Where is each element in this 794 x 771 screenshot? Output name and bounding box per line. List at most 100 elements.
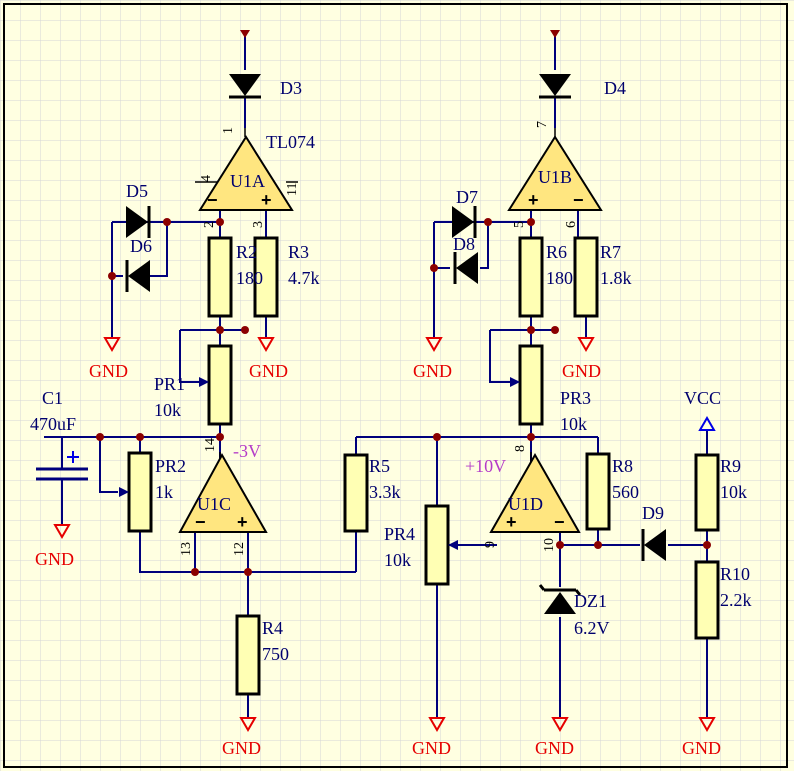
- pin-number: 4: [199, 175, 214, 182]
- sheet-border: [3, 3, 788, 768]
- d5-label: D5: [126, 181, 148, 201]
- pin-number: 12: [232, 542, 247, 556]
- resistor-r8: [585, 452, 611, 531]
- d8-label: D8: [453, 234, 475, 254]
- potentiometer-pr4: [424, 504, 450, 586]
- resistor-r2: [207, 236, 233, 318]
- pr4-value: 10k: [384, 550, 411, 570]
- svg-text:−: −: [554, 512, 565, 532]
- c1-label: C1: [42, 388, 63, 408]
- r8-label: R8: [612, 456, 633, 476]
- r6-label: R6: [546, 242, 567, 262]
- pr1-label: PR1: [154, 374, 185, 394]
- u1d-label: U1D: [508, 494, 543, 514]
- u1b-label: U1B: [538, 167, 572, 187]
- pin-number: 3: [251, 221, 266, 228]
- pin-number: 2: [202, 221, 217, 228]
- op-amp-u1c: − + U1C: [178, 452, 268, 533]
- resistors: [127, 236, 720, 696]
- r5-value: 3.3k: [369, 482, 401, 502]
- pin-numbers: 1 4 11 2 3 7 5 6 14 8 13 12 9 10: [179, 121, 579, 556]
- resistor-r7: [573, 236, 599, 318]
- voltage-labels: -3V +10V: [233, 441, 506, 476]
- svg-text:−: −: [207, 190, 218, 210]
- ground-labels: GND GND GND GND GND GND GND GND GND: [35, 361, 721, 758]
- r10-label: R10: [720, 564, 750, 584]
- r9-label: R9: [720, 456, 741, 476]
- diode-d3: [229, 74, 261, 99]
- neg3v-label: -3V: [233, 441, 261, 461]
- pin-number: 11: [285, 183, 300, 196]
- potentiometer-pr2: [127, 451, 153, 533]
- diode-d6: [125, 260, 150, 292]
- pr3-label: PR3: [560, 388, 591, 408]
- diode-d5: [126, 206, 151, 238]
- potentiometer-pr3: [518, 344, 544, 426]
- d4-label: D4: [604, 78, 626, 98]
- pr1-value: 10k: [154, 400, 181, 420]
- resistor-r3: [253, 236, 279, 318]
- vcc-label: VCC: [684, 388, 721, 408]
- pr4-label: PR4: [384, 524, 415, 544]
- r6-value: 180: [546, 268, 573, 288]
- pin-number: 10: [542, 538, 557, 552]
- pr3-value: 10k: [560, 414, 587, 434]
- u1a-label: U1A: [230, 171, 265, 191]
- dz1-label: DZ1: [574, 591, 607, 611]
- r8-value: 560: [612, 482, 639, 502]
- svg-text:+: +: [506, 512, 517, 532]
- r7-value: 1.8k: [600, 268, 632, 288]
- r4-value: 750: [262, 644, 289, 664]
- pin-number: 5: [512, 221, 527, 228]
- r3-value: 4.7k: [288, 268, 320, 288]
- r10-value: 2.2k: [720, 590, 752, 610]
- diode-d8: [453, 252, 478, 284]
- resistor-r9: [694, 453, 720, 532]
- svg-text:+: +: [261, 190, 272, 210]
- gnd-label: GND: [413, 361, 452, 381]
- pin-number: 6: [564, 221, 579, 228]
- ground-symbols: [53, 337, 716, 732]
- r3-label: R3: [288, 242, 309, 262]
- d3-label: D3: [280, 78, 302, 98]
- potentiometer-pr1: [207, 344, 233, 426]
- pin-number: 14: [203, 438, 218, 452]
- op-amp-u1d: + − U1D: [489, 452, 581, 533]
- pr2-label: PR2: [155, 456, 186, 476]
- gnd-label: GND: [535, 738, 574, 758]
- junctions: [96, 218, 711, 576]
- svg-text:+: +: [237, 512, 248, 532]
- vcc-symbol: [698, 416, 716, 431]
- gnd-label: GND: [222, 738, 261, 758]
- pos10v-label: +10V: [465, 456, 506, 476]
- resistor-r4: [235, 614, 261, 696]
- wires: [44, 30, 708, 718]
- zener-diode-dz1: [538, 584, 582, 614]
- u1c-label: U1C: [197, 494, 231, 514]
- gnd-label: GND: [562, 361, 601, 381]
- r4-label: R4: [262, 618, 283, 638]
- dz1-value: 6.2V: [574, 618, 610, 638]
- resistor-r5: [343, 453, 369, 533]
- gnd-label: GND: [35, 549, 74, 569]
- diode-d4: [539, 74, 571, 99]
- diode-d9: [641, 529, 666, 561]
- d7-label: D7: [456, 187, 478, 207]
- pin-number: 7: [535, 121, 550, 128]
- r9-value: 10k: [720, 482, 747, 502]
- pin-number: 13: [179, 542, 194, 556]
- power-input-arrows: [240, 30, 560, 38]
- resistor-r6: [518, 236, 544, 318]
- capacitor-c1: [36, 450, 88, 490]
- r5-label: R5: [369, 456, 390, 476]
- svg-text:−: −: [195, 512, 206, 532]
- r7-label: R7: [600, 242, 621, 262]
- gnd-label: GND: [89, 361, 128, 381]
- wiper-arrows: [119, 377, 520, 550]
- resistor-r10: [694, 560, 720, 640]
- d9-label: D9: [642, 503, 664, 523]
- op-amp-u1a: − + U1A: [198, 135, 294, 211]
- gnd-label: GND: [682, 738, 721, 758]
